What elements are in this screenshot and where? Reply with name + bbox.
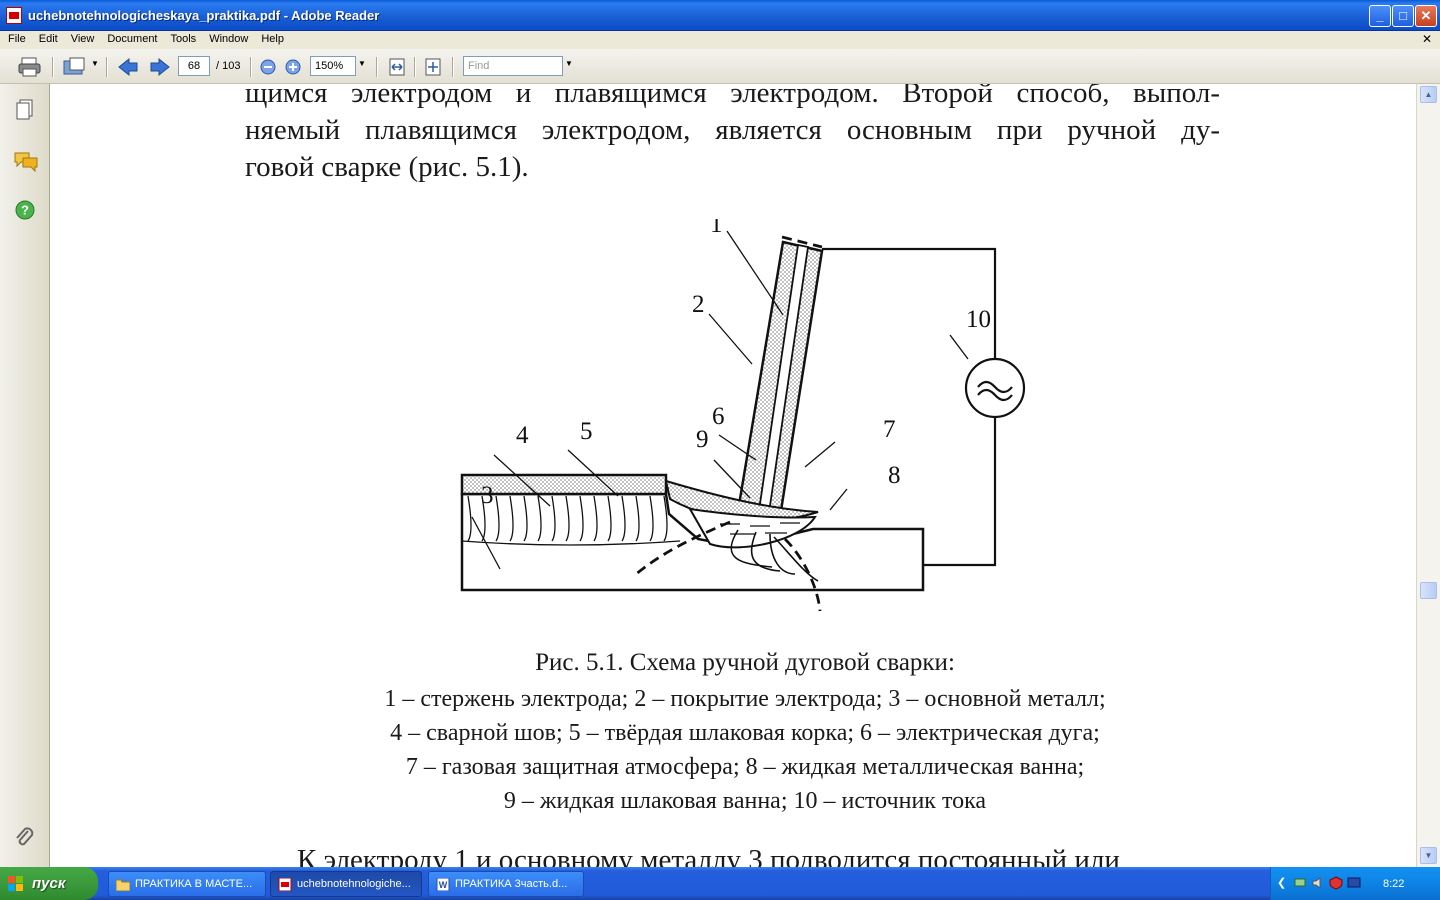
welding-diagram: 1 2 3 4 5 6 7 8 9 10 bbox=[460, 219, 1026, 612]
taskbar-item-label: uchebnotehnologiche... bbox=[297, 878, 411, 890]
zoom-dropdown-icon[interactable]: ▼ bbox=[358, 59, 366, 68]
figure-label-6: 6 bbox=[712, 403, 725, 430]
zoom-level-input[interactable]: 150% bbox=[310, 56, 356, 76]
close-button[interactable]: ✕ bbox=[1415, 5, 1437, 27]
minimize-button[interactable]: _ bbox=[1369, 5, 1391, 27]
pdf-icon bbox=[278, 878, 292, 891]
attachments-icon[interactable] bbox=[14, 826, 36, 850]
paragraph-line: говой сварке (рис. 5.1). bbox=[245, 151, 529, 183]
next-page-icon[interactable] bbox=[148, 56, 172, 78]
page-number-input[interactable]: 68 bbox=[178, 56, 210, 76]
page-total: / 103 bbox=[216, 60, 241, 72]
title-bar: uchebnotehnologicheskaya_praktika.pdf - … bbox=[0, 0, 1440, 31]
navigation-pane: ? bbox=[0, 84, 50, 867]
document-viewport[interactable]: щимся электродом и плавящимся электродом… bbox=[50, 84, 1416, 867]
display-icon[interactable] bbox=[1347, 876, 1361, 890]
figure-caption-line: 7 – газовая защитная атмосфера; 8 – жидк… bbox=[405, 754, 1085, 780]
previous-page-icon[interactable] bbox=[116, 56, 140, 78]
word-icon: W bbox=[436, 878, 450, 891]
security-alert-icon[interactable] bbox=[1329, 876, 1343, 890]
paragraph-line: няемый плавящимся электродом, является о… bbox=[245, 114, 1220, 146]
windows-flag-icon bbox=[8, 876, 23, 891]
figure-caption-line: 4 – сварной шов; 5 – твёрдая шлаковая ко… bbox=[390, 720, 1100, 746]
paragraph-line: К электроду 1 и основному металлу 3 подв… bbox=[297, 844, 1120, 867]
taskbar-item-folder[interactable]: ПРАКТИКА В МАСТЕ... bbox=[108, 871, 266, 897]
print-icon[interactable] bbox=[16, 56, 44, 78]
window-title: uchebnotehnologicheskaya_praktika.pdf - … bbox=[28, 8, 380, 23]
figure-caption-line: 1 – стержень электрода; 2 – покрытие эле… bbox=[384, 686, 1106, 712]
scroll-down-icon[interactable]: ▼ bbox=[1420, 847, 1437, 864]
network-icon[interactable] bbox=[1293, 876, 1307, 890]
svg-text:W: W bbox=[439, 880, 448, 890]
adobe-reader-icon bbox=[6, 7, 22, 24]
email-icon[interactable] bbox=[62, 56, 88, 78]
menu-document[interactable]: Document bbox=[107, 33, 158, 45]
figure-label-4: 4 bbox=[516, 422, 529, 449]
maximize-button[interactable]: □ bbox=[1392, 5, 1414, 27]
scroll-thumb[interactable] bbox=[1420, 582, 1437, 599]
figure-caption-title: Рис. 5.1. Схема ручной дуговой сварки: bbox=[535, 649, 955, 676]
taskbar-item-label: ПРАКТИКА В МАСТЕ... bbox=[135, 878, 253, 890]
figure-label-8: 8 bbox=[888, 462, 901, 489]
zoom-in-icon[interactable] bbox=[283, 56, 303, 78]
menu-file[interactable]: File bbox=[8, 33, 26, 45]
help-icon[interactable]: ? bbox=[14, 199, 36, 221]
start-button[interactable]: пуск bbox=[0, 867, 98, 900]
tray-expand-icon[interactable]: ❮ bbox=[1277, 877, 1287, 889]
figure-label-7: 7 bbox=[883, 416, 896, 443]
comments-icon[interactable] bbox=[13, 150, 39, 172]
menu-view[interactable]: View bbox=[70, 33, 95, 45]
email-dropdown-icon[interactable]: ▼ bbox=[91, 59, 99, 68]
folder-icon bbox=[116, 879, 130, 891]
figure-label-5: 5 bbox=[580, 418, 593, 445]
pages-icon[interactable] bbox=[15, 98, 35, 122]
menu-window[interactable]: Window bbox=[209, 33, 249, 45]
document-close-icon[interactable]: ✕ bbox=[1421, 32, 1432, 46]
menu-tools[interactable]: Tools bbox=[170, 33, 197, 45]
paragraph-line: щимся электродом и плавящимся электродом… bbox=[245, 84, 1220, 109]
figure-label-10: 10 bbox=[966, 306, 991, 333]
toolbar: ▼ 68 / 103 150% ▼ Find ▼ bbox=[0, 49, 1440, 84]
clock[interactable]: 8:22 bbox=[1383, 878, 1405, 890]
figure-caption-line: 9 – жидкая шлаковая ванна; 10 – источник… bbox=[503, 788, 987, 814]
vertical-scrollbar[interactable]: ▲ ▼ bbox=[1416, 84, 1440, 867]
scroll-up-icon[interactable]: ▲ bbox=[1420, 86, 1437, 103]
system-tray: ❮ 8:22 bbox=[1270, 867, 1440, 900]
fit-page-icon[interactable] bbox=[422, 56, 444, 78]
svg-text:?: ? bbox=[21, 203, 29, 218]
find-dropdown-icon[interactable]: ▼ bbox=[565, 59, 573, 68]
start-label: пуск bbox=[32, 875, 66, 892]
menu-help[interactable]: Help bbox=[261, 33, 284, 45]
fit-width-icon[interactable] bbox=[386, 56, 408, 78]
figure-label-9: 9 bbox=[696, 426, 709, 453]
menu-edit[interactable]: Edit bbox=[38, 33, 58, 45]
find-input[interactable]: Find bbox=[463, 56, 563, 76]
zoom-out-icon[interactable] bbox=[258, 56, 278, 78]
volume-icon[interactable] bbox=[1311, 876, 1325, 890]
menu-bar: File Edit View Document Tools Window Help ✕ bbox=[0, 31, 1440, 49]
figure-label-1: 1 bbox=[710, 219, 723, 238]
figure-label-2: 2 bbox=[692, 291, 705, 318]
figure-label-3: 3 bbox=[481, 482, 494, 509]
taskbar: пуск ПРАКТИКА В МАСТЕ... uchebnotehnolog… bbox=[0, 867, 1440, 900]
taskbar-item-adobe-reader[interactable]: uchebnotehnologiche... bbox=[270, 871, 422, 897]
taskbar-item-word[interactable]: W ПРАКТИКА 3часть.d... bbox=[428, 871, 584, 897]
taskbar-item-label: ПРАКТИКА 3часть.d... bbox=[455, 878, 568, 890]
